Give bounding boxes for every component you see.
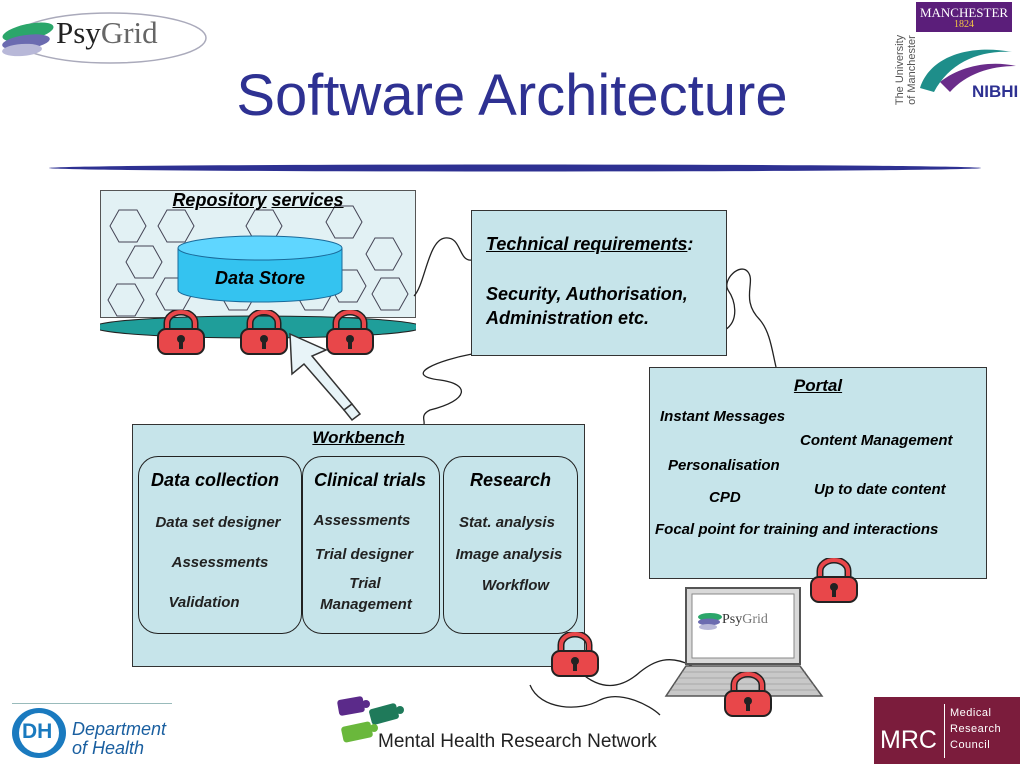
laptop-psygrid-logo bbox=[698, 613, 722, 630]
workbench-item: Assessments bbox=[313, 512, 411, 529]
workbench-item: Management bbox=[320, 596, 412, 613]
workbench-item: Trial bbox=[349, 575, 381, 592]
portal-item-instant-messages: Instant Messages bbox=[660, 408, 786, 425]
nibhi-logo: NIBHI bbox=[972, 82, 1019, 101]
lock-icon bbox=[810, 558, 858, 603]
mrc-separator bbox=[944, 704, 945, 758]
title-divider bbox=[49, 164, 981, 172]
workbench-item: Workflow bbox=[481, 577, 550, 594]
technical-requirements-box bbox=[471, 210, 727, 356]
portal-title: Portal bbox=[793, 376, 843, 395]
department-of-health-name: Department of Health bbox=[72, 719, 167, 758]
portal-item-personalisation: Personalisation bbox=[668, 457, 780, 474]
research-column bbox=[443, 456, 578, 634]
workbench-item: Validation bbox=[168, 594, 240, 611]
dh-logo-text: DH bbox=[22, 720, 53, 743]
clinical-trials-column bbox=[302, 456, 440, 634]
repository-title: Repository services bbox=[172, 190, 344, 210]
mrc-logo-short: MRC bbox=[880, 726, 937, 754]
data-store-label: Data Store bbox=[214, 268, 306, 288]
dh-divider bbox=[12, 703, 172, 704]
data-collection-column bbox=[138, 456, 302, 634]
data-collection-title: Data collection bbox=[150, 470, 280, 490]
technical-requirements-title: Technical requirements: bbox=[486, 234, 694, 254]
lock-icon bbox=[724, 672, 772, 717]
psygrid-wordmark: PsyGrid bbox=[56, 15, 158, 50]
portal-item-content-management: Content Management bbox=[800, 432, 953, 449]
psygrid-logo bbox=[2, 12, 207, 64]
technical-requirements-body: Security, Authorisation, Administration … bbox=[486, 284, 688, 328]
workbench-title: Workbench bbox=[312, 428, 405, 447]
lock-icon bbox=[157, 310, 205, 355]
lock-icon bbox=[551, 632, 599, 677]
dh-logo-inner bbox=[19, 713, 59, 753]
workbench-item: Data set designer bbox=[155, 514, 281, 531]
manchester-logo: MANCHESTER 1824 bbox=[916, 2, 1012, 32]
workbench-item: Trial designer bbox=[314, 546, 414, 563]
repository-hexagons bbox=[100, 205, 416, 339]
nibhi-swoosh-icon bbox=[920, 49, 1016, 92]
lock-icon bbox=[240, 310, 288, 355]
portal-box bbox=[649, 367, 987, 579]
workbench-item: Stat. analysis bbox=[459, 514, 555, 531]
portal-item-up-to-date: Up to date content bbox=[814, 481, 946, 498]
clinical-trials-title: Clinical trials bbox=[313, 470, 427, 490]
slide-title: Software Architecture bbox=[236, 63, 788, 128]
mrc-logo bbox=[874, 697, 1020, 764]
mhrn-logo-text: Mental Health Research Network bbox=[378, 731, 657, 752]
lock-icon bbox=[326, 310, 374, 355]
puzzle-pieces-icon bbox=[337, 696, 404, 743]
workbench-to-repository-arrow bbox=[289, 332, 362, 422]
portal-item-cpd: CPD bbox=[709, 489, 741, 506]
workbench-item: Assessments bbox=[171, 554, 269, 571]
mrc-logo-name: Medical Research Council bbox=[950, 707, 1002, 751]
research-title: Research bbox=[469, 470, 552, 490]
laptop-psygrid-wordmark: PsyGrid bbox=[722, 612, 768, 627]
workbench-item: Image analysis bbox=[455, 546, 563, 563]
portal-item-focal-point: Focal point for training and interaction… bbox=[655, 521, 939, 538]
